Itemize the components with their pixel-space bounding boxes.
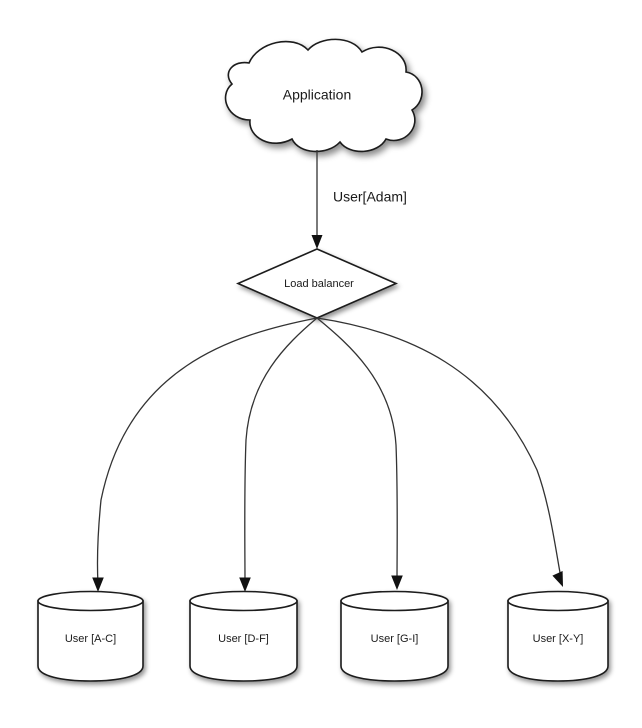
cloud-icon [224, 38, 423, 153]
arrowhead-icon [391, 575, 403, 590]
database-node-shard-2[interactable]: User [D-F] [189, 590, 298, 682]
edge-balancer-to-shard-2 [239, 317, 318, 592]
database-icon [37, 590, 144, 682]
arrowhead-icon [552, 571, 563, 587]
connector-group [92, 317, 563, 592]
diamond-node-load-balancer[interactable]: Load balancer [236, 248, 398, 319]
edge-curve [316, 317, 562, 579]
edge-curve [316, 317, 398, 583]
database-label: User [G-I] [371, 633, 419, 645]
database-icon [340, 590, 449, 682]
edge-label-user-adam: User[Adam] [333, 189, 407, 205]
database-label: User [A-C] [65, 633, 116, 645]
arrowhead-icon [311, 235, 323, 249]
edge-application-to-balancer: User[Adam] [311, 150, 407, 249]
database-icon [507, 590, 609, 682]
edge-balancer-to-shard-4 [316, 317, 563, 587]
edge-balancer-to-shard-1 [92, 317, 318, 592]
database-node-shard-3[interactable]: User [G-I] [340, 590, 449, 682]
database-node-shard-4[interactable]: User [X-Y] [507, 590, 609, 682]
edge-curve [96, 317, 318, 585]
database-icon [189, 590, 298, 682]
edge-balancer-to-shard-3 [316, 317, 403, 590]
cloud-label: Application [283, 87, 352, 103]
diamond-label: Load balancer [284, 278, 354, 290]
cloud-node-application[interactable]: Application [224, 38, 423, 153]
database-node-shard-1[interactable]: User [A-C] [37, 590, 144, 682]
edge-curve [244, 317, 318, 585]
arrowhead-icon [239, 577, 251, 592]
arrowhead-icon [92, 577, 104, 592]
database-label: User [D-F] [218, 633, 269, 645]
database-label: User [X-Y] [533, 633, 584, 645]
